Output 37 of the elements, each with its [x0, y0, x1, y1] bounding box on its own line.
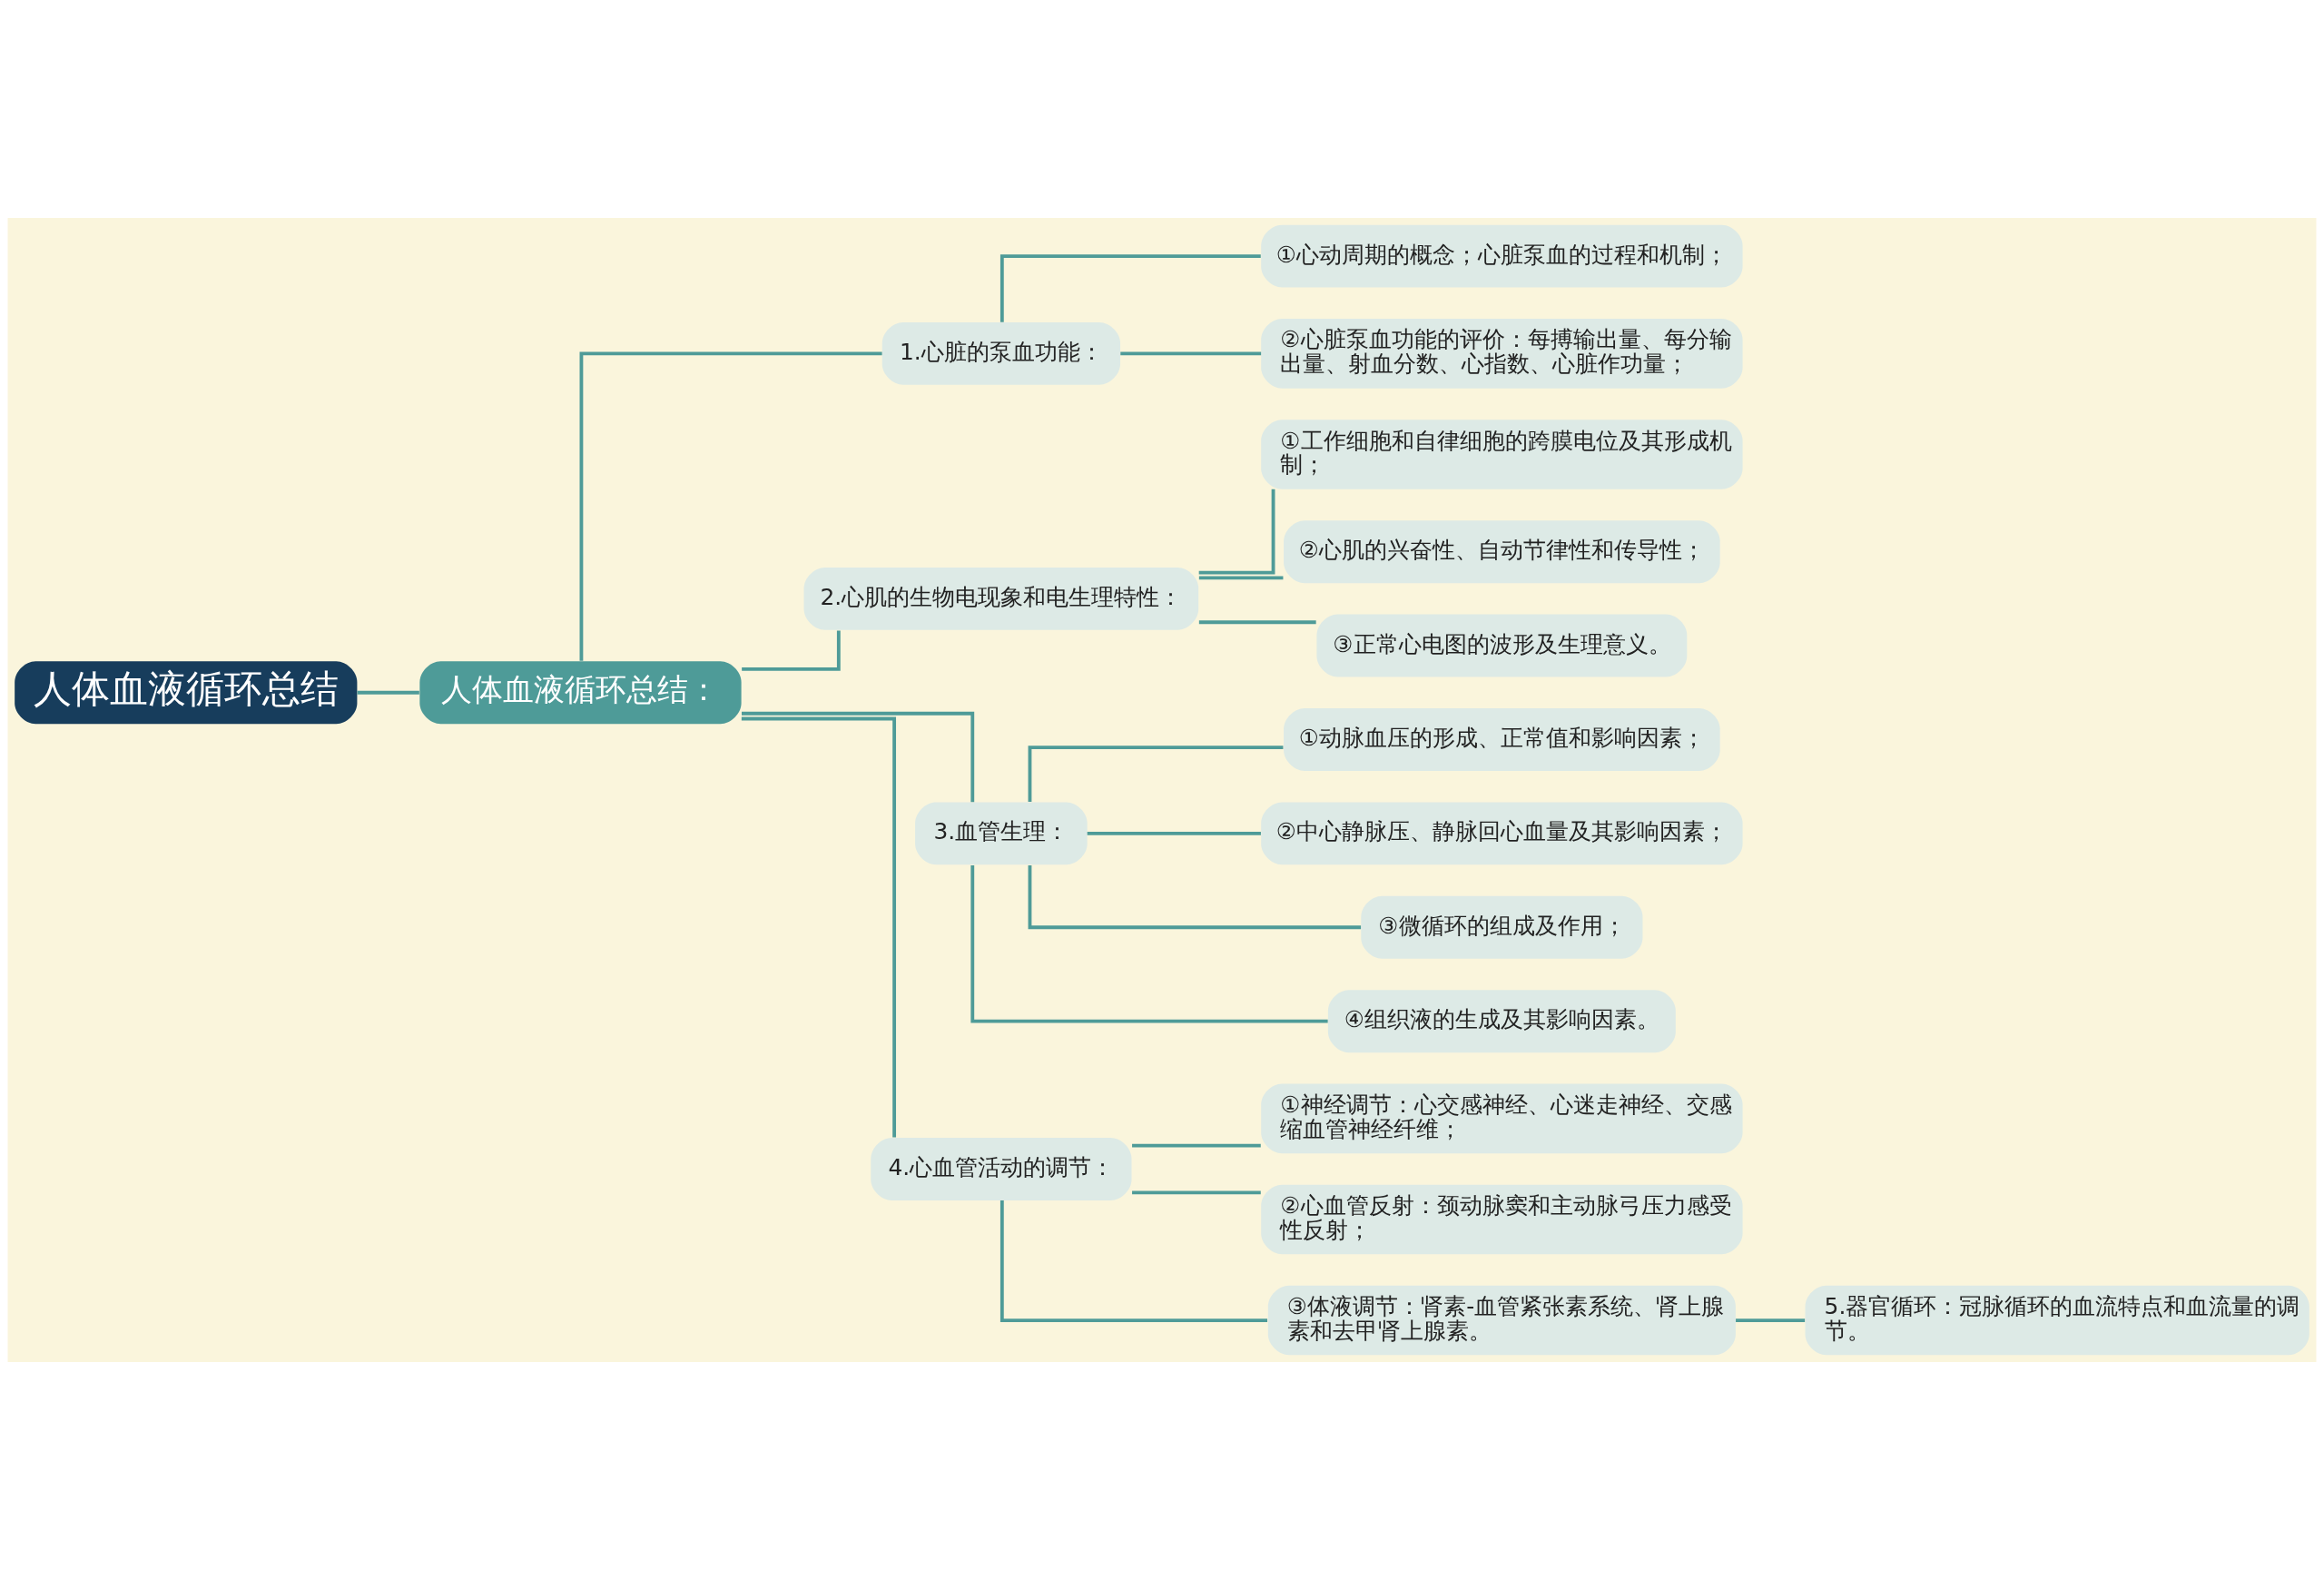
- connector: [742, 630, 841, 671]
- node-box: 3.血管生理：: [915, 802, 1088, 865]
- connector: [741, 716, 897, 1138]
- node-box: 2.心肌的生物电现象和电生理特性：: [803, 567, 1199, 630]
- connector: [357, 690, 419, 695]
- node-box: ①工作细胞和自律细胞的跨膜电位及其形成机制；: [1261, 420, 1743, 489]
- node-box: 人体血液循环总结: [15, 661, 358, 725]
- node-box: ③体液调节：肾素-血管紧张素系统、肾上腺素和去甲肾上腺素。: [1267, 1285, 1736, 1356]
- node-box: ①心动周期的概念；心脏泵血的过程和机制；: [1261, 224, 1743, 288]
- node-box: 4.心血管活动的调节：: [871, 1138, 1132, 1200]
- node-box: ④组织液的生成及其影响因素。: [1327, 990, 1676, 1053]
- node-box: 1.心脏的泵血功能：: [881, 321, 1121, 385]
- node-box: ②中心静脉压、静脉回心血量及其影响因素；: [1261, 802, 1743, 865]
- node-box: ②心血管反射：颈动脉窦和主动脉弓压力感受性反射；: [1261, 1184, 1743, 1255]
- node-box: ①动脉血压的形成、正常值和影响因素；: [1284, 708, 1720, 771]
- connector: [1198, 489, 1275, 575]
- connector: [742, 711, 975, 803]
- node-box: ②心脏泵血功能的评价：每搏输出量、每分输出量、射血分数、心指数、心脏作功量；: [1261, 319, 1743, 389]
- connector: [1000, 1200, 1267, 1322]
- node-box: ③正常心电图的波形及生理意义。: [1316, 614, 1688, 677]
- node-box: 5.器官循环：冠脉循环的血流特点和血流量的调节。: [1805, 1285, 2309, 1356]
- node-box: ③微循环的组成及作用；: [1361, 895, 1643, 959]
- connector: [1028, 746, 1284, 803]
- connector: [970, 864, 1328, 1023]
- node-box: ②心肌的兴奋性、自动节律性和传导性；: [1284, 520, 1720, 584]
- connector: [1000, 254, 1261, 322]
- connector: [1198, 576, 1284, 580]
- connector: [1198, 620, 1316, 625]
- connector: [579, 351, 882, 661]
- connector: [1132, 1190, 1261, 1195]
- node-box: 人体血液循环总结：: [419, 661, 742, 725]
- connector: [1736, 1318, 1806, 1322]
- connector: [1132, 1143, 1261, 1148]
- node-box: ①神经调节：心交感神经、心迷走神经、交感缩血管神经纤维；: [1261, 1083, 1743, 1154]
- connector: [1028, 864, 1362, 930]
- connector: [1120, 351, 1262, 356]
- connector: [1087, 831, 1261, 835]
